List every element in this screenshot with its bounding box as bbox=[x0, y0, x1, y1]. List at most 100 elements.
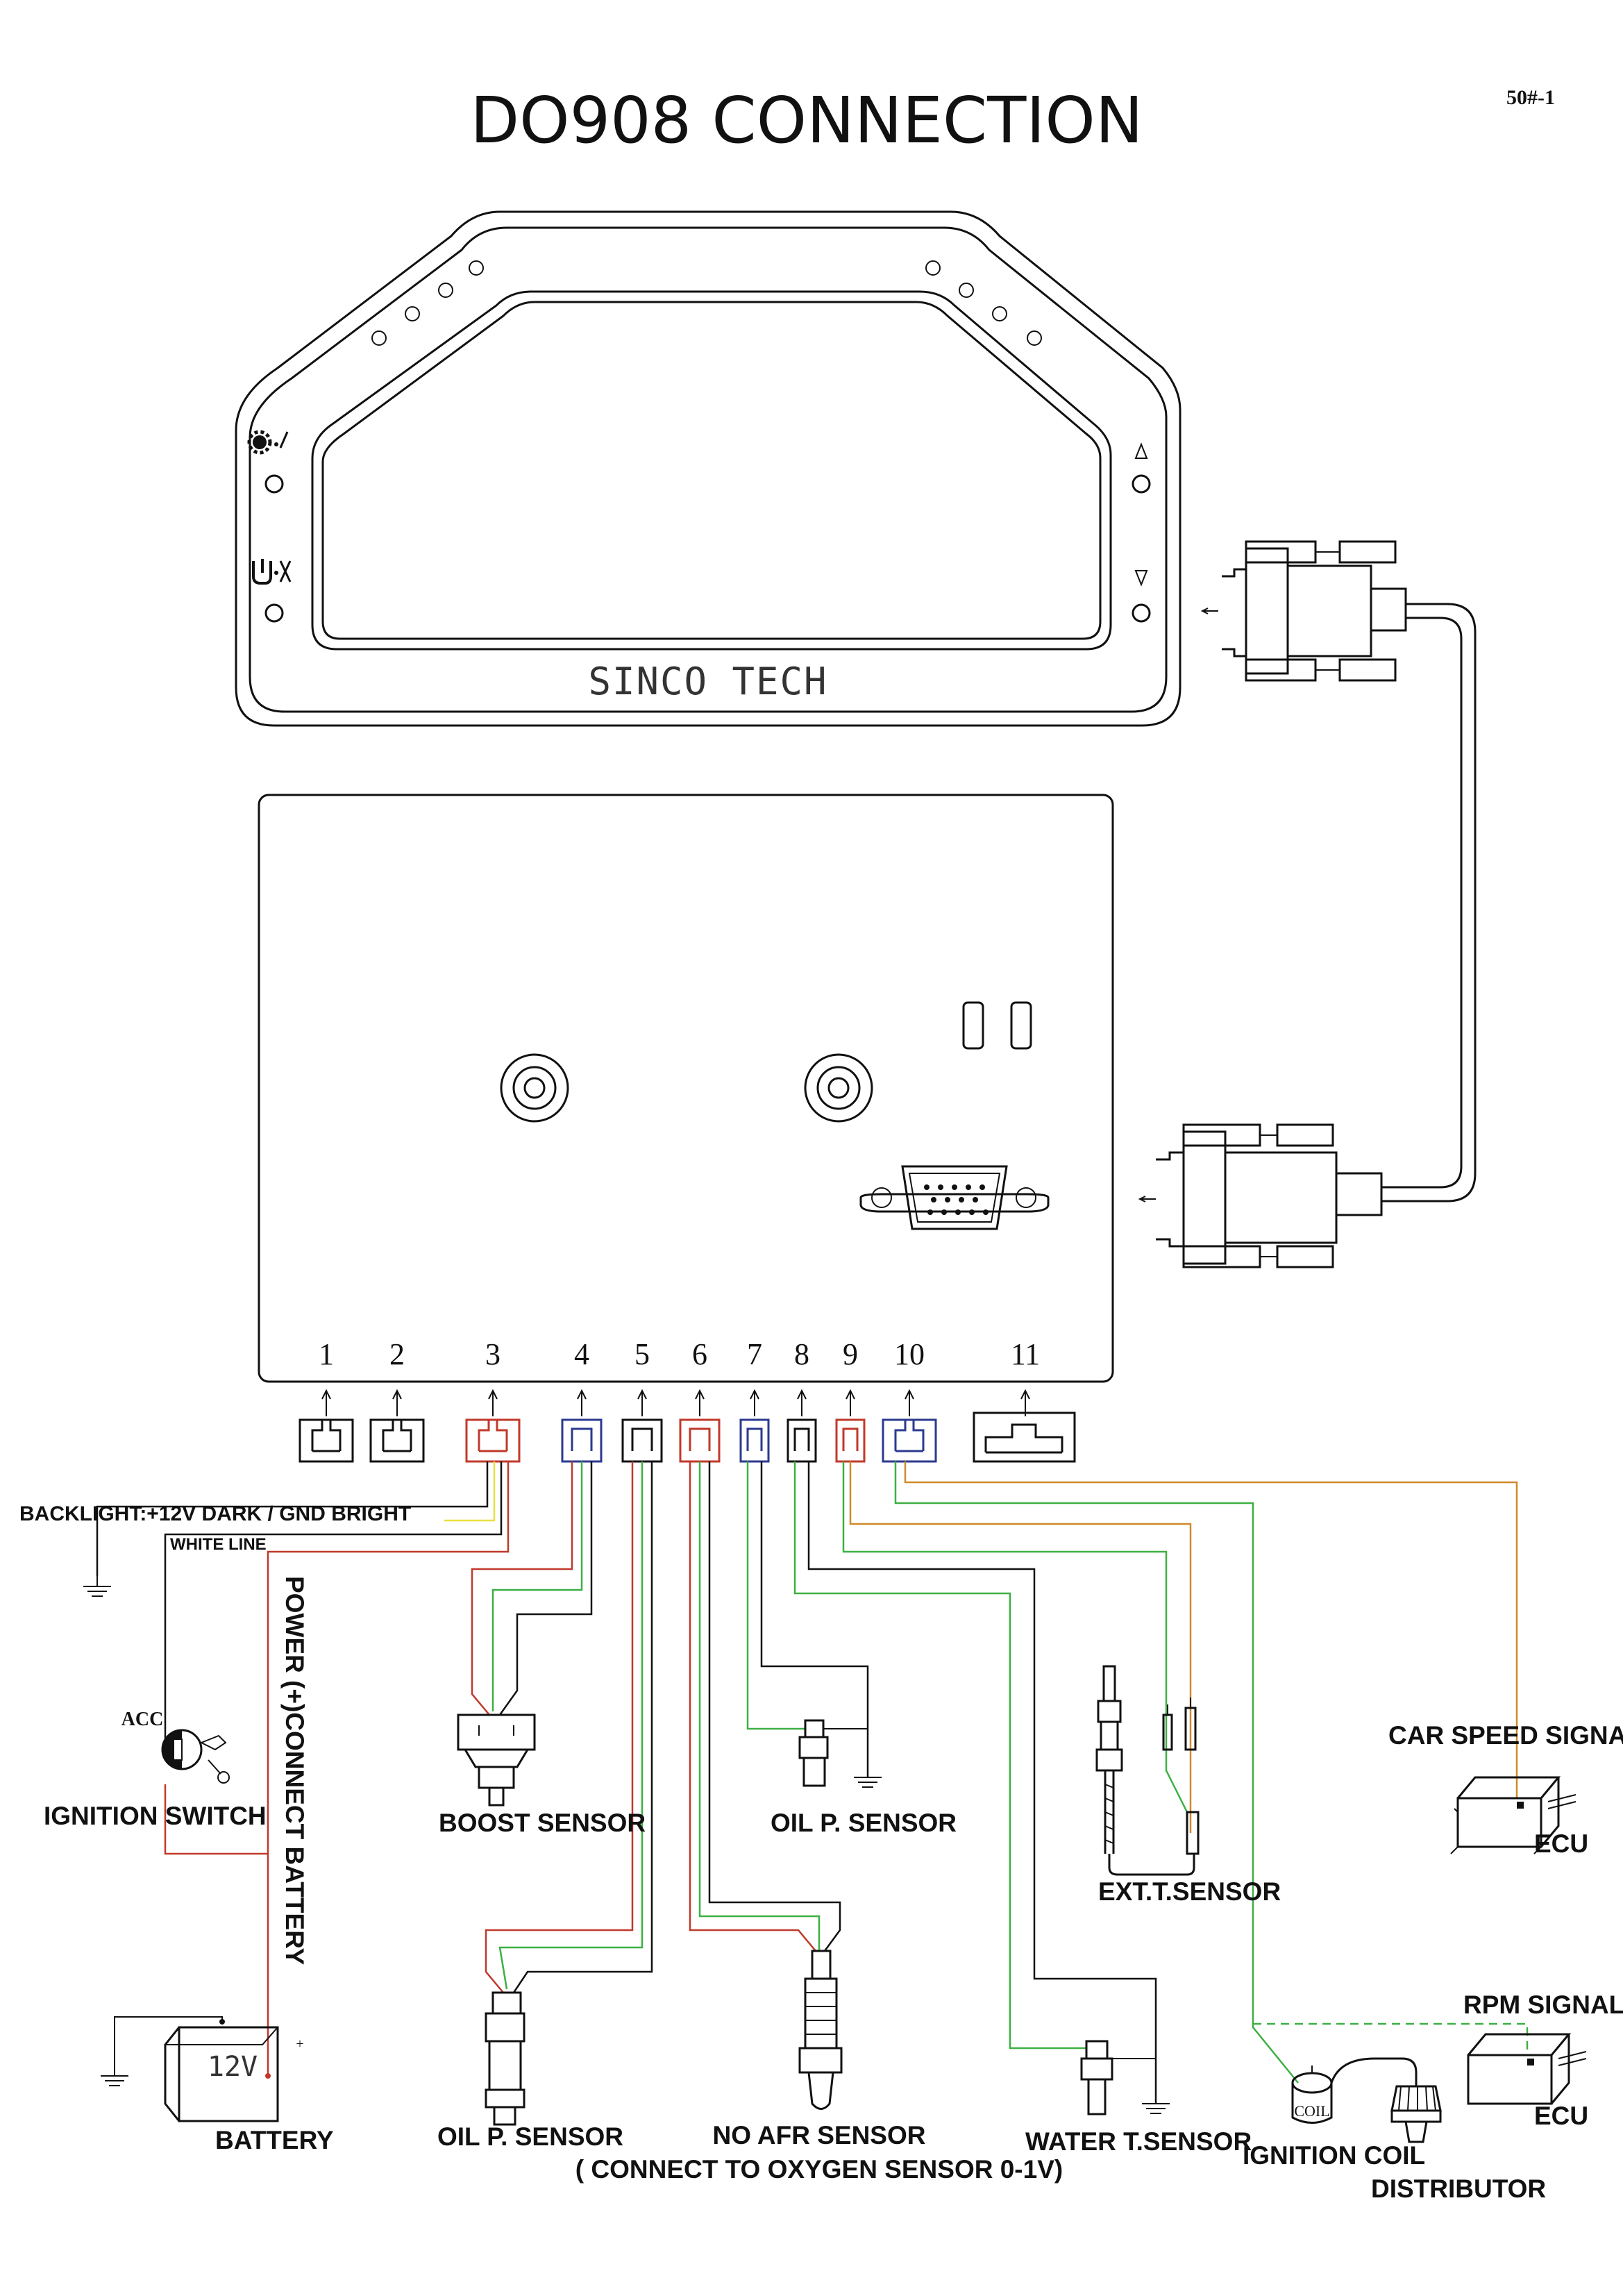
connector-2 bbox=[369, 1418, 425, 1463]
plus-sign: + bbox=[296, 2036, 303, 2052]
connector-7 bbox=[739, 1418, 770, 1463]
water-black-wire bbox=[807, 1461, 1157, 2104]
power-wire bbox=[267, 1461, 510, 2076]
ext-temp-label: EXT.T.SENSOR bbox=[1098, 1877, 1281, 1906]
port-number-4: 4 bbox=[574, 1337, 589, 1371]
oilp-bottom-green-wire bbox=[498, 1461, 644, 1990]
water-temp-label: WATER T.SENSOR bbox=[1025, 2127, 1252, 2156]
battery: 12V + bbox=[101, 2016, 304, 2122]
ignition-switch-label: IGNITION SWITCH bbox=[44, 1802, 267, 1830]
ecu-bottom-label: ECU bbox=[1534, 2102, 1588, 2130]
rpm-signal-label: RPM SIGNAL bbox=[1463, 1991, 1623, 2019]
diagram-title: DO908 CONNECTION bbox=[470, 83, 1143, 158]
oilp-bottom-black-wire bbox=[512, 1461, 653, 1993]
connector-1 bbox=[298, 1418, 354, 1463]
port-number-1: 1 bbox=[319, 1337, 334, 1371]
down-button[interactable] bbox=[1132, 603, 1151, 623]
connector-4 bbox=[561, 1418, 603, 1463]
distributor bbox=[1390, 2085, 1442, 2143]
power-label: POWER (+)CONNECT BATTERY bbox=[280, 1576, 309, 1965]
connector-9 bbox=[835, 1418, 866, 1463]
coil-text: COIL bbox=[1294, 2102, 1329, 2120]
afr-sensor-label: NO AFR SENSOR bbox=[713, 2121, 926, 2150]
connector-5 bbox=[621, 1418, 663, 1463]
ecu-car-speed bbox=[1450, 1776, 1576, 1854]
boost-green-wire bbox=[491, 1461, 583, 1711]
backlight-label: BACKLIGHT:+12V DARK / GND BRIGHT bbox=[19, 1502, 411, 1525]
ext-temp-sensor bbox=[1095, 1665, 1200, 1876]
led-dot bbox=[959, 283, 974, 298]
led-dot bbox=[925, 260, 941, 276]
speed-orange-wire bbox=[904, 1461, 1518, 1798]
settings-button[interactable] bbox=[264, 474, 284, 494]
port-number-6: 6 bbox=[692, 1337, 707, 1371]
down-arrow-icon bbox=[1134, 570, 1148, 587]
port-number-10: 10 bbox=[894, 1337, 925, 1371]
white-line-label: WHITE LINE bbox=[170, 1535, 267, 1554]
oil-pressure-sensor-top bbox=[798, 1719, 868, 1787]
acc-label: ACC bbox=[121, 1709, 164, 1730]
rpm-dashed-wire bbox=[1253, 2022, 1529, 2052]
connector-11 bbox=[973, 1411, 1076, 1463]
led-dot bbox=[992, 306, 1007, 321]
dash-display: SINCO TECH bbox=[235, 210, 1181, 727]
connector-8 bbox=[787, 1418, 817, 1463]
connector-10 bbox=[882, 1418, 937, 1463]
battery-label: BATTERY bbox=[215, 2126, 334, 2154]
vga-port bbox=[859, 1165, 1050, 1230]
water-temp-sensor bbox=[1080, 2040, 1156, 2115]
ext-green-wire bbox=[842, 1461, 1188, 1813]
up-button[interactable] bbox=[1132, 474, 1151, 494]
reset-icon bbox=[252, 559, 292, 585]
oil-pressure-sensor-bottom bbox=[485, 1991, 525, 2126]
connector-row bbox=[298, 1411, 1076, 1463]
port-number-2: 2 bbox=[389, 1337, 405, 1371]
led-dot bbox=[405, 306, 420, 321]
acc-wire bbox=[164, 1461, 503, 1743]
gear-icon bbox=[247, 430, 289, 455]
reset-button[interactable] bbox=[264, 603, 284, 623]
port-number-3: 3 bbox=[485, 1337, 501, 1371]
ignition-switch: ACC bbox=[121, 1709, 230, 1784]
control-box: 1 2 3 4 5 6 7 8 9 10 11 bbox=[258, 794, 1114, 1383]
wires bbox=[83, 1461, 1529, 2114]
ext-orange-wire bbox=[849, 1461, 1192, 1833]
port-number-5: 5 bbox=[634, 1337, 650, 1371]
port-arrows bbox=[321, 1389, 1030, 1416]
ignition-coil: COIL bbox=[1291, 2057, 1418, 2124]
led-dot bbox=[371, 330, 387, 346]
afr-red-wire bbox=[689, 1461, 816, 1952]
afr-sensor bbox=[798, 1950, 843, 2110]
oilp-top-black-wire bbox=[760, 1461, 869, 1777]
port-number-7: 7 bbox=[747, 1337, 762, 1371]
backlight-yellow-wire bbox=[444, 1461, 496, 1522]
boost-black-wire bbox=[498, 1461, 593, 1716]
led-dot bbox=[469, 260, 484, 276]
db9-cable bbox=[1138, 540, 1477, 1268]
afr-black-wire bbox=[708, 1461, 841, 1952]
port-number-11: 11 bbox=[1011, 1337, 1040, 1371]
battery-voltage: 12V bbox=[208, 2051, 258, 2083]
led-dot bbox=[1027, 330, 1042, 346]
port-number-9: 9 bbox=[843, 1337, 858, 1371]
backlight-wire bbox=[96, 1461, 489, 1576]
page-code: 50#-1 bbox=[1506, 86, 1555, 109]
ignition-red-wire bbox=[164, 1784, 268, 1855]
boost-sensor bbox=[457, 1713, 536, 1807]
oil-pressure-bottom-label: OIL P. SENSOR bbox=[437, 2122, 623, 2151]
boost-sensor-label: BOOST SENSOR bbox=[439, 1809, 646, 1837]
oilp-bottom-red-wire bbox=[485, 1461, 634, 1993]
afr-note-label: ( CONNECT TO OXYGEN SENSOR 0-1V) bbox=[575, 2155, 1063, 2184]
ecu-rpm bbox=[1467, 2033, 1587, 2105]
oilp-top-green-wire bbox=[746, 1461, 805, 1730]
car-speed-signal-label: CAR SPEED SIGNAL bbox=[1388, 1721, 1623, 1750]
distributor-label: DISTRIBUTOR bbox=[1371, 2175, 1546, 2203]
oil-pressure-top-label: OIL P. SENSOR bbox=[771, 1809, 957, 1837]
led-dot bbox=[438, 283, 453, 298]
up-arrow-icon bbox=[1134, 442, 1148, 459]
water-green-wire bbox=[793, 1461, 1086, 2050]
ecu-top-label: ECU bbox=[1534, 1829, 1588, 1858]
brand-label: SINCO TECH bbox=[588, 660, 827, 703]
afr-green-wire bbox=[698, 1461, 821, 1951]
